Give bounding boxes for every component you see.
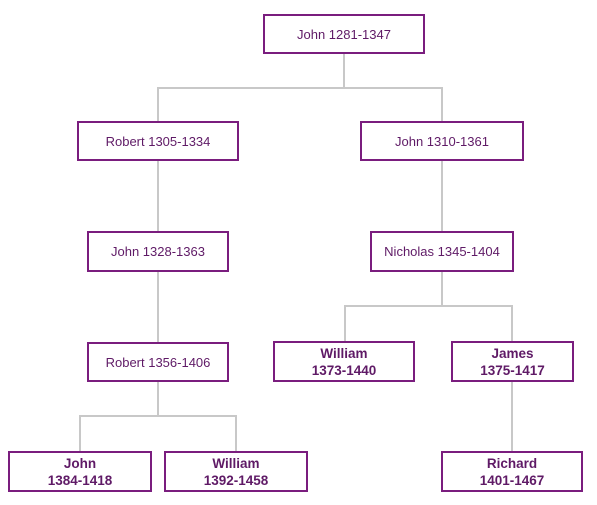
person-james-1375: James 1375-1417 bbox=[451, 341, 574, 382]
person-name: William bbox=[212, 455, 260, 471]
person-name: William bbox=[320, 345, 368, 361]
person-label: John 1310-1361 bbox=[395, 133, 489, 149]
person-name: James bbox=[491, 345, 534, 361]
person-john-1281: John 1281-1347 bbox=[263, 14, 425, 54]
person-robert-1356: Robert 1356-1406 bbox=[87, 342, 229, 382]
connector-nicholas-1345-children bbox=[344, 305, 513, 342]
person-years: 1401-1467 bbox=[479, 472, 545, 488]
person-nicholas-1345: Nicholas 1345-1404 bbox=[370, 231, 514, 272]
person-label: John 1281-1347 bbox=[297, 26, 391, 42]
person-richard-1401: Richard 1401-1467 bbox=[441, 451, 583, 492]
person-label: Robert 1356-1406 bbox=[105, 354, 211, 370]
person-years: 1384-1418 bbox=[47, 472, 113, 488]
person-label: Robert 1305-1334 bbox=[105, 133, 211, 149]
person-years: 1392-1458 bbox=[203, 472, 269, 488]
person-name: John bbox=[63, 455, 97, 471]
connector-john-1281-children bbox=[157, 87, 443, 150]
person-name: Richard bbox=[486, 455, 538, 471]
person-william-1373: William 1373-1440 bbox=[273, 341, 415, 382]
person-label: Nicholas 1345-1404 bbox=[384, 244, 500, 259]
person-john-1328: John 1328-1363 bbox=[87, 231, 229, 272]
person-william-1392: William 1392-1458 bbox=[164, 451, 308, 492]
person-john-1310: John 1310-1361 bbox=[360, 121, 524, 161]
person-robert-1305: Robert 1305-1334 bbox=[77, 121, 239, 161]
person-years: 1375-1417 bbox=[480, 362, 545, 378]
person-john-1384: John 1384-1418 bbox=[8, 451, 152, 492]
person-years: 1373-1440 bbox=[311, 362, 377, 378]
connector-robert-1356-children bbox=[79, 415, 237, 452]
person-label: John 1328-1363 bbox=[111, 244, 205, 259]
